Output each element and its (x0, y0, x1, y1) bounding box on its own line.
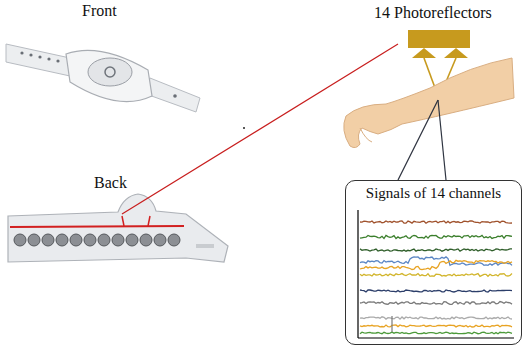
forearm (344, 58, 514, 148)
node-text: 14 Photoreflectors (374, 4, 492, 22)
signal-trace (360, 274, 512, 277)
node-text: Signals of 14 channels (366, 185, 501, 202)
photo-caption: Back (94, 174, 127, 192)
signal-trace (360, 221, 512, 223)
photo-caption: Front (82, 2, 117, 20)
signal-trace (360, 325, 512, 327)
signal-trace (360, 260, 512, 269)
signal-traces (360, 221, 512, 334)
signal-panel: Signals of 14 channels (345, 180, 522, 345)
chart-axes (358, 210, 514, 338)
signal-trace (360, 290, 512, 292)
pointer-line (398, 100, 438, 180)
sensor-label: 14 Photoreflectors (372, 2, 524, 28)
back-band-photo (8, 194, 228, 262)
signal-trace (360, 332, 512, 334)
signal-trace (360, 235, 512, 238)
signal-trace (360, 249, 512, 251)
signal-trace (360, 302, 512, 305)
front-band-photo (6, 44, 245, 129)
pointer-line (438, 100, 446, 180)
signal-trace (360, 317, 512, 319)
signal-spike (391, 316, 392, 332)
